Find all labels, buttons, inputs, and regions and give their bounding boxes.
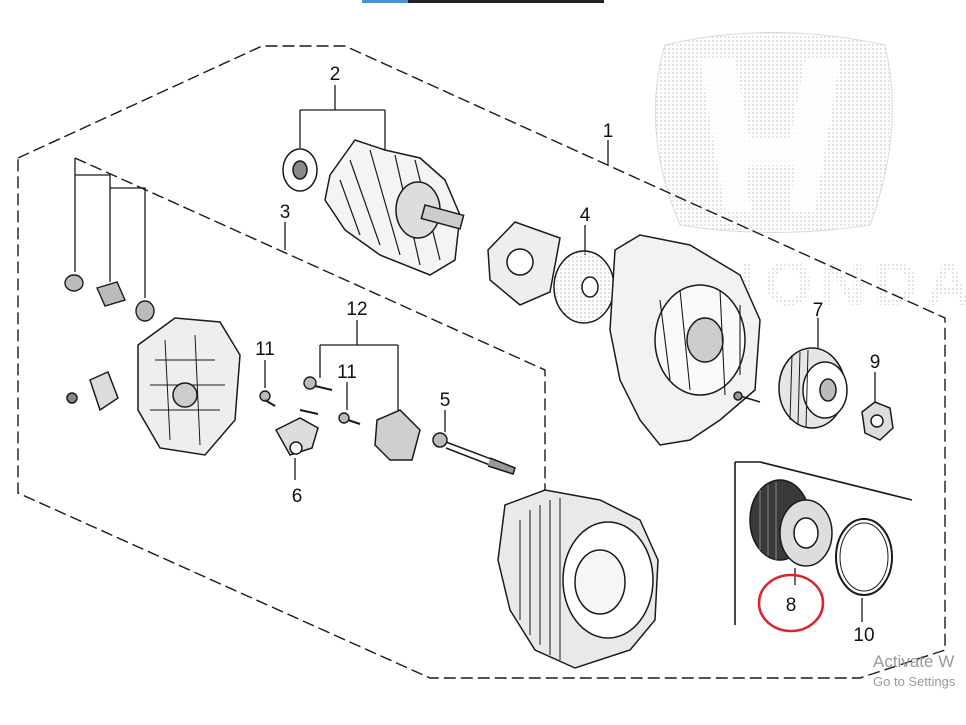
activation-text: Activate W [873,652,955,671]
callout-6: 6 [292,486,303,507]
callout-8: 8 [786,595,797,616]
leader-lines [74,85,913,625]
callout-12: 12 [346,299,367,320]
top-edge-bar [362,0,604,3]
rectifier-assembly [66,317,241,456]
brush-holder-part-12 [374,409,421,461]
pulley-part-7 [778,347,848,429]
callout-1: 1 [603,121,614,142]
nut-part-9 [861,401,894,441]
activation-overlay: Activate W Go to Settings [873,652,955,689]
bearing-holder-part-6 [274,409,319,456]
inset-pulley-part-8 [749,479,833,567]
callout-10: 10 [853,625,874,646]
ring-part-10 [835,518,893,596]
top-edge-accent [362,0,408,3]
callout-5: 5 [440,390,451,411]
callout-2: 2 [330,64,341,85]
highlight-circle [757,573,825,633]
through-bolt-part-5 [432,432,516,475]
callout-11-right: 11 [337,362,357,383]
callout-9: 9 [870,352,881,373]
callout-7: 7 [813,300,824,321]
front-housing [609,234,761,446]
callout-11-left: 11 [255,339,275,360]
rotor-part [282,139,465,276]
small-bolts [64,274,361,425]
callout-3: 3 [280,202,291,223]
assembly-boundary [17,45,946,679]
callout-labels: 2 1 3 4 12 7 11 9 11 5 6 8 10 [255,64,880,646]
callout-4: 4 [580,205,591,226]
rear-housing [497,489,659,669]
insulator-plate [487,221,615,324]
activation-subtext: Go to Settings [873,674,956,689]
